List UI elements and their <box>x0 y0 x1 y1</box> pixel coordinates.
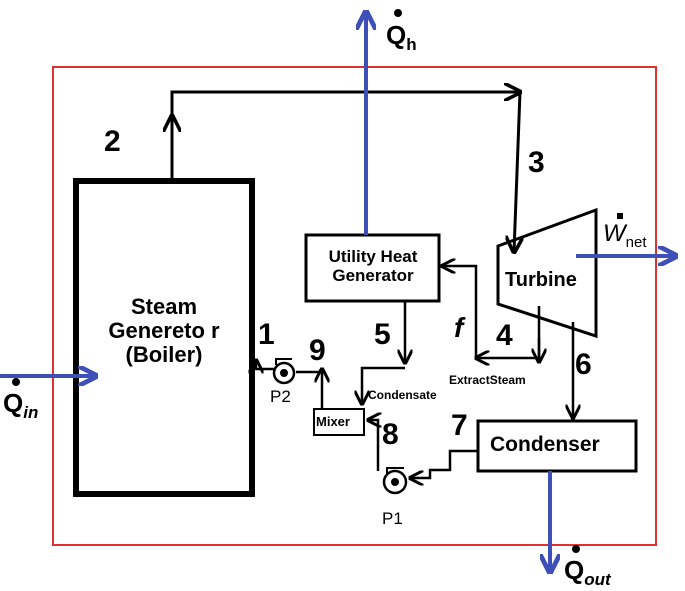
boiler-label-line-2: Genereto r <box>108 318 220 343</box>
stream-3-line <box>514 91 520 252</box>
boiler-label-line-1: Steam <box>130 294 198 319</box>
boiler-label-line-3: (Boiler) <box>125 342 203 367</box>
state-4-label: 4 <box>496 319 513 352</box>
extract-steam-label: ExtractSteam <box>449 373 526 387</box>
utility-heat-generator-label: Utility Heat Generator <box>308 248 438 284</box>
stream-5-to-mixer <box>362 366 405 404</box>
stream-7-line <box>410 449 478 478</box>
condenser-label: Condenser <box>490 433 600 456</box>
state-5-label: 5 <box>374 318 391 351</box>
system-boundary <box>52 66 657 546</box>
q-h-sub: h <box>406 35 417 55</box>
stream-1-line <box>256 360 274 369</box>
w-net-sub: net <box>625 233 647 251</box>
w-net-label: Wnet <box>603 222 647 250</box>
q-h-label: Qh <box>386 22 417 53</box>
pump-p2-symbol <box>272 358 296 385</box>
condensate-label: Condensate <box>368 388 437 402</box>
q-in-label: Qin <box>3 390 38 421</box>
q-in-dot <box>12 378 20 386</box>
state-f-label: f <box>454 312 464 343</box>
pump-p1-label: P1 <box>382 509 403 528</box>
state-6-label: 6 <box>575 348 592 381</box>
q-out-main: Q <box>564 555 585 585</box>
utility-label-line-1: Utility Heat <box>328 247 418 266</box>
state-8-label: 8 <box>382 418 399 451</box>
q-out-dot <box>572 545 580 553</box>
stream-8-line <box>368 420 378 471</box>
q-out-sub: out <box>584 570 611 590</box>
mixer-box <box>313 408 365 436</box>
boiler-box <box>73 178 255 497</box>
boiler-label: Steam Genereto r (Boiler) <box>84 296 244 366</box>
q-h-main: Q <box>386 20 407 50</box>
q-in-sub: in <box>23 403 39 423</box>
condenser-box <box>476 419 638 473</box>
q-h-dot <box>394 9 402 17</box>
state-3-label: 3 <box>528 146 545 179</box>
turbine-label: Turbine <box>505 269 577 291</box>
pump-p2-label: P2 <box>270 387 291 406</box>
stream-f-line <box>442 266 478 358</box>
w-net-main: W <box>603 220 626 247</box>
q-in-main: Q <box>3 388 24 418</box>
state-7-label: 7 <box>451 409 468 442</box>
state-2-label: 2 <box>104 125 121 158</box>
w-net-dot <box>617 213 623 219</box>
pump-p1-symbol <box>382 467 408 495</box>
utility-label-line-2: Generator <box>332 266 414 285</box>
stream-2-top-line <box>170 92 520 120</box>
utility-heat-generator-box <box>304 233 441 303</box>
state-9-label: 9 <box>309 334 326 367</box>
state-1-label: 1 <box>258 318 275 351</box>
mixer-label: Mixer <box>316 414 350 429</box>
q-out-label: Qout <box>564 557 611 588</box>
